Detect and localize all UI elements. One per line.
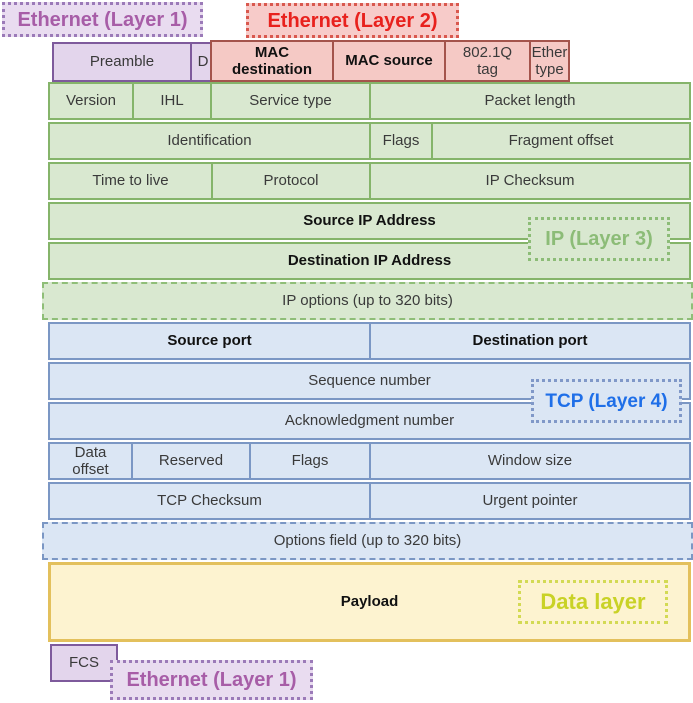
label-ethernet-layer1-top: Ethernet (Layer 1) bbox=[2, 2, 203, 37]
cell-fcs: FCS bbox=[50, 644, 118, 682]
ethernet-header-purple-group: Preamble D bbox=[52, 42, 216, 82]
cell-ip-flags: Flags bbox=[369, 122, 433, 160]
cell-fragment-offset: Fragment offset bbox=[431, 122, 691, 160]
cell-tcp-options: Options field (up to 320 bits) bbox=[42, 522, 693, 560]
ip-options-row: IP options (up to 320 bits) bbox=[42, 282, 693, 320]
cell-destination-port: Destination port bbox=[369, 322, 691, 360]
cell-ip-checksum: IP Checksum bbox=[369, 162, 691, 200]
tcp-flags-row: Data offset Reserved Flags Window size bbox=[48, 442, 691, 480]
label-ip-layer3: IP (Layer 3) bbox=[528, 217, 670, 261]
cell-urgent-pointer: Urgent pointer bbox=[369, 482, 691, 520]
cell-identification: Identification bbox=[48, 122, 371, 160]
cell-packet-length: Packet length bbox=[369, 82, 691, 120]
fcs-row: FCS bbox=[50, 644, 118, 682]
ip-header-row-3: Time to live Protocol IP Checksum bbox=[48, 162, 691, 200]
cell-service-type: Service type bbox=[210, 82, 371, 120]
cell-ihl: IHL bbox=[132, 82, 212, 120]
cell-preamble: Preamble bbox=[52, 42, 192, 82]
cell-version: Version bbox=[48, 82, 134, 120]
ip-header-row-2: Identification Flags Fragment offset bbox=[48, 122, 691, 160]
cell-source-port: Source port bbox=[48, 322, 371, 360]
tcp-checksum-row: TCP Checksum Urgent pointer bbox=[48, 482, 691, 520]
cell-8021q-tag: 802.1Q tag bbox=[444, 40, 531, 82]
label-ethernet-layer2: Ethernet (Layer 2) bbox=[246, 3, 459, 38]
cell-ip-options: IP options (up to 320 bits) bbox=[42, 282, 693, 320]
cell-mac-destination: MAC destination bbox=[210, 40, 334, 82]
label-ethernet-layer1-bottom: Ethernet (Layer 1) bbox=[110, 660, 313, 700]
tcp-ports-row: Source port Destination port bbox=[48, 322, 691, 360]
cell-data-offset: Data offset bbox=[48, 442, 133, 480]
cell-window-size: Window size bbox=[369, 442, 691, 480]
cell-ether-type: Ether type bbox=[529, 40, 570, 82]
tcp-options-row: Options field (up to 320 bits) bbox=[42, 522, 693, 560]
label-tcp-layer4: TCP (Layer 4) bbox=[531, 379, 682, 423]
cell-tcp-flags: Flags bbox=[249, 442, 371, 480]
cell-time-to-live: Time to live bbox=[48, 162, 213, 200]
label-data-layer: Data layer bbox=[518, 580, 668, 624]
ip-header-row-1: Version IHL Service type Packet length bbox=[48, 82, 691, 120]
cell-protocol: Protocol bbox=[211, 162, 371, 200]
cell-mac-source: MAC source bbox=[332, 40, 446, 82]
ethernet-header-red-group: MAC destination MAC source 802.1Q tag Et… bbox=[210, 40, 570, 82]
cell-tcp-checksum: TCP Checksum bbox=[48, 482, 371, 520]
cell-source-ip-address: Source IP Address bbox=[48, 202, 691, 240]
cell-reserved: Reserved bbox=[131, 442, 251, 480]
ip-source-row: Source IP Address bbox=[48, 202, 691, 240]
